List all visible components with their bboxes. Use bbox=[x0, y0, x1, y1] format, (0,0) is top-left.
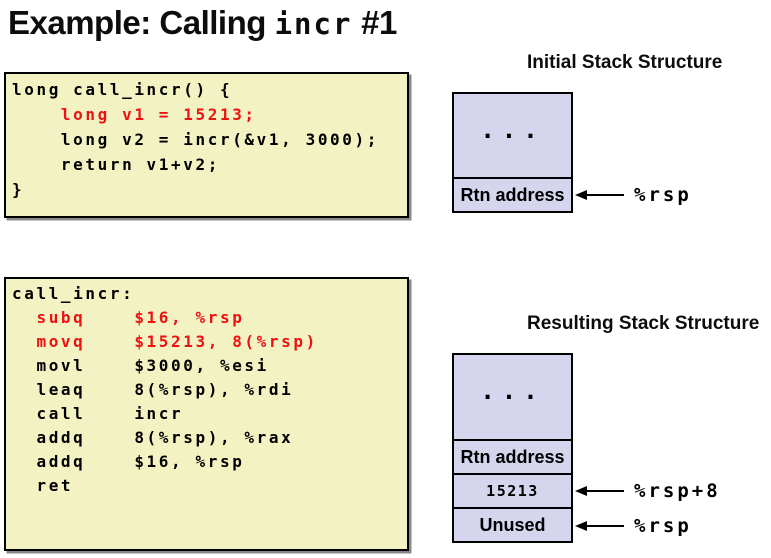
arrow-shaft bbox=[587, 489, 624, 493]
stack-cell: Unused bbox=[454, 507, 571, 541]
rsp-plus8-pointer-resulting: %rsp+8 bbox=[575, 479, 721, 503]
page-title: Example: Calling incr #1 bbox=[8, 1, 397, 45]
page-title-code-word: incr bbox=[274, 7, 353, 41]
code-line: movq $15213, 8(%rsp) bbox=[12, 332, 318, 351]
stack-cell-label: ... bbox=[480, 115, 545, 144]
arrow-shaft bbox=[587, 193, 624, 197]
page-title-suffix: #1 bbox=[352, 4, 397, 41]
code-line: long v2 = incr(&v1, 3000); bbox=[12, 130, 379, 149]
code-line: long call_incr() { bbox=[12, 80, 233, 99]
stack-cell: ... bbox=[454, 94, 571, 177]
stack-cell-label: Rtn address bbox=[460, 184, 565, 205]
assembly-code-box: call_incr: subq $16, %rsp movq $15213, 8… bbox=[4, 277, 409, 551]
code-line: long v1 = 15213; bbox=[12, 105, 257, 124]
code-line: addq $16, %rsp bbox=[12, 452, 245, 471]
arrow-shaft bbox=[587, 524, 624, 528]
rsp-plus8-register-label: %rsp+8 bbox=[634, 480, 721, 502]
rsp-pointer-resulting: %rsp bbox=[575, 514, 692, 538]
stack-cell: Rtn address bbox=[454, 439, 571, 473]
initial-stack-title: Initial Stack Structure bbox=[527, 52, 723, 73]
arrow-left-icon bbox=[575, 521, 587, 531]
stack-cell-label: Rtn address bbox=[460, 446, 565, 467]
stack-cell: 15213 bbox=[454, 473, 571, 507]
code-line: ret bbox=[12, 476, 74, 495]
rsp-register-label: %rsp bbox=[634, 515, 692, 537]
arrow-left-icon bbox=[575, 190, 587, 200]
arrow-left-icon bbox=[575, 486, 587, 496]
page-title-prefix: Example: Calling bbox=[8, 4, 275, 41]
code-line: } bbox=[12, 180, 25, 199]
stack-cell: Rtn address bbox=[454, 177, 571, 211]
code-line: subq $16, %rsp bbox=[12, 308, 245, 327]
code-line: addq 8(%rsp), %rax bbox=[12, 428, 294, 447]
code-line: call incr bbox=[12, 404, 184, 423]
code-line: call_incr: bbox=[12, 284, 135, 303]
stack-cell-label: 15213 bbox=[486, 482, 539, 500]
stack-cell: ... bbox=[454, 355, 571, 439]
c-source-code-box: long call_incr() { long v1 = 15213; long… bbox=[4, 72, 409, 218]
code-line: leaq 8(%rsp), %rdi bbox=[12, 380, 294, 399]
rsp-register-label: %rsp bbox=[634, 184, 692, 206]
stack-cell-label: Unused bbox=[479, 514, 546, 535]
code-line: return v1+v2; bbox=[12, 155, 220, 174]
resulting-stack-title: Resulting Stack Structure bbox=[527, 313, 760, 334]
initial-stack-diagram: ... Rtn address bbox=[452, 92, 573, 213]
stack-cell-label: ... bbox=[480, 377, 545, 405]
rsp-pointer-initial: %rsp bbox=[575, 183, 692, 207]
code-line: movl $3000, %esi bbox=[12, 356, 269, 375]
